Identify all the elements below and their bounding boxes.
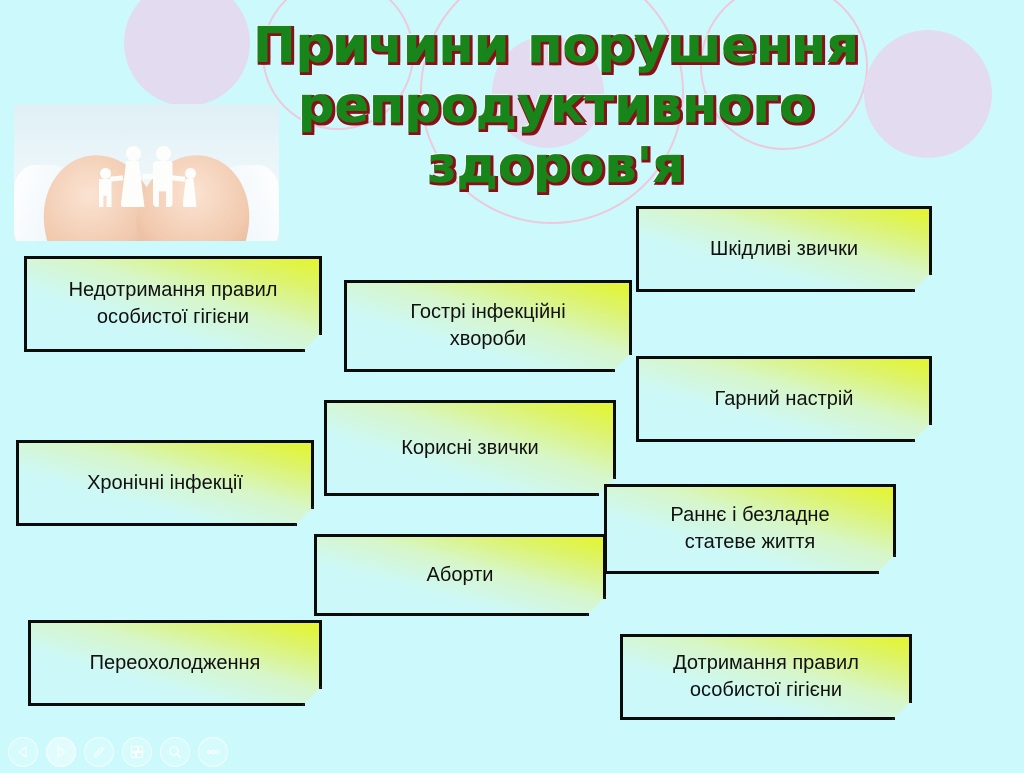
previous-slide-icon[interactable] xyxy=(8,737,38,767)
callout-label: Хронічні інфекції xyxy=(87,471,243,494)
callout-label: Дотримання правил особистої гігієни xyxy=(673,652,859,701)
callout-box-early-sexual-activity[interactable]: Раннє і безладне статеве життя xyxy=(604,484,896,574)
callout-box-good-habits[interactable]: Корисні звички xyxy=(324,400,616,496)
pen-icon[interactable] xyxy=(84,737,114,767)
paper-child-left xyxy=(98,179,112,207)
photo-paper-family xyxy=(77,133,217,207)
callout-box-chronic-infections[interactable]: Хронічні інфекції xyxy=(16,440,314,526)
callout-box-abortions[interactable]: Аборти xyxy=(314,534,606,616)
callout-label: Недотримання правил особистої гігієни xyxy=(68,279,278,328)
callout-label: Гарний настрій xyxy=(714,387,854,410)
paper-arm xyxy=(142,174,155,179)
more-options-icon[interactable] xyxy=(198,737,228,767)
paper-man-head xyxy=(155,146,171,161)
paper-woman xyxy=(120,161,145,207)
callout-label: Шкідливі звички xyxy=(710,237,858,260)
next-slide-icon[interactable] xyxy=(46,737,76,767)
paper-child-right xyxy=(182,179,197,207)
callout-box-poor-hygiene[interactable]: Недотримання правил особистої гігієни xyxy=(24,256,322,352)
zoom-magnifier-icon[interactable] xyxy=(160,737,190,767)
callout-box-acute-infections[interactable]: Гострі інфекційні хвороби xyxy=(344,280,632,372)
family-hands-photo xyxy=(14,104,279,241)
paper-child-left-head xyxy=(99,168,111,179)
callout-box-good-hygiene[interactable]: Дотримання правил особистої гігієни xyxy=(620,634,912,720)
callout-label: Переохолодження xyxy=(89,651,261,674)
slides-grid-icon[interactable] xyxy=(122,737,152,767)
callout-box-bad-habits[interactable]: Шкідливі звички xyxy=(636,206,932,292)
paper-child-right-head xyxy=(184,168,196,179)
presentation-toolbar xyxy=(8,737,228,767)
callout-label: Раннє і безладне статеве життя xyxy=(670,504,830,553)
callout-box-hypothermia[interactable]: Переохолодження xyxy=(28,620,322,706)
callout-label: Гострі інфекційні хвороби xyxy=(410,301,566,350)
slide-title: Причини порушення репродуктивного здоров… xyxy=(253,17,859,194)
callout-label: Корисні звички xyxy=(401,436,539,459)
callout-label: Аборти xyxy=(426,563,494,586)
paper-man xyxy=(152,161,173,207)
callout-box-good-mood[interactable]: Гарний настрій xyxy=(636,356,932,442)
paper-woman-head xyxy=(125,146,141,161)
